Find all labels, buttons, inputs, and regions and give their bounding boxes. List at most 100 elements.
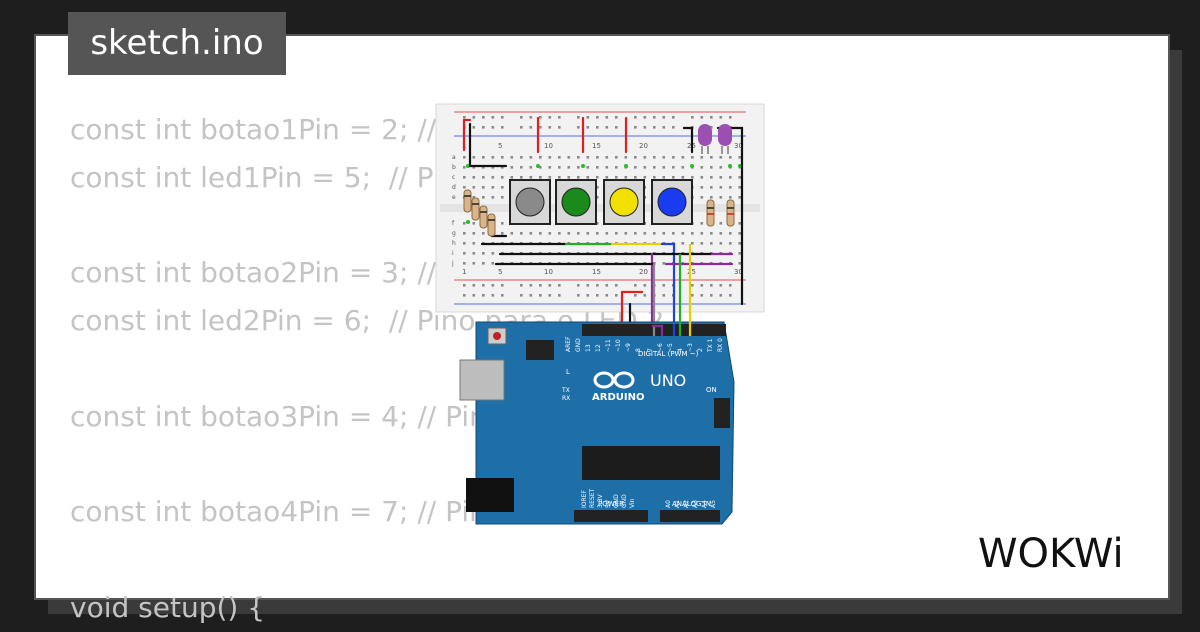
breadboard-hole bbox=[539, 116, 542, 119]
breadboard-hole bbox=[567, 166, 571, 169]
breadboard-hole bbox=[653, 126, 656, 129]
breadboard-hole bbox=[662, 166, 666, 169]
breadboard-hole bbox=[691, 156, 694, 159]
header-wires[interactable] bbox=[652, 244, 692, 336]
breadboard-hole bbox=[624, 232, 628, 235]
model-label: UNO bbox=[650, 371, 686, 390]
breadboard-hole bbox=[529, 284, 533, 287]
breadboard-hole bbox=[719, 232, 723, 235]
breadboard-hole bbox=[567, 232, 571, 235]
breadboard-hole bbox=[463, 186, 466, 189]
pin-label: 13 bbox=[585, 344, 592, 352]
breadboard-hole bbox=[605, 126, 609, 129]
pin-label: ~5 bbox=[667, 343, 674, 352]
breadboard-hole bbox=[653, 232, 656, 235]
breadboard-hole bbox=[463, 156, 466, 159]
breadboard-hole bbox=[691, 116, 694, 119]
breadboard-hole bbox=[662, 116, 666, 119]
breadboard-hole bbox=[472, 222, 476, 225]
breadboard-hole bbox=[586, 232, 590, 235]
resistor bbox=[706, 199, 715, 227]
breadboard-hole bbox=[738, 156, 742, 159]
breadboard-hole bbox=[634, 284, 637, 287]
breadboard-hole bbox=[520, 294, 523, 297]
breadboard-hole bbox=[624, 176, 628, 179]
breadboard-hole bbox=[491, 116, 495, 119]
usb-port bbox=[459, 359, 505, 401]
breadboard-hole bbox=[672, 156, 675, 159]
resistors[interactable] bbox=[463, 189, 735, 237]
icsp-header-right bbox=[714, 398, 730, 428]
row-label: h bbox=[452, 240, 456, 247]
connection-dot bbox=[690, 164, 694, 168]
breadboard-hole bbox=[472, 242, 476, 245]
breadboard-hole bbox=[653, 176, 656, 179]
breadboard-hole bbox=[643, 232, 647, 235]
breadboard-hole bbox=[710, 116, 713, 119]
breadboard-hole bbox=[491, 186, 495, 189]
push-button-green[interactable] bbox=[555, 179, 597, 225]
breadboard-hole bbox=[510, 176, 514, 179]
pin-label: 5V bbox=[605, 499, 612, 508]
row-label: d bbox=[452, 184, 456, 191]
led-1[interactable] bbox=[698, 124, 712, 154]
breadboard-hole bbox=[719, 196, 723, 199]
breadboard-hole bbox=[719, 176, 723, 179]
breadboard-hole bbox=[482, 166, 485, 169]
breadboard-hole bbox=[662, 126, 666, 129]
column-label: 1 bbox=[462, 268, 466, 276]
leds[interactable] bbox=[698, 124, 732, 154]
analog-label: ANALOG IN bbox=[672, 500, 711, 508]
breadboard-hole bbox=[539, 156, 542, 159]
breadboard-hole bbox=[472, 294, 476, 297]
column-label: 5 bbox=[498, 142, 502, 150]
breadboard-hole bbox=[738, 176, 742, 179]
pin-label: 4 bbox=[677, 348, 684, 352]
breadboard-hole bbox=[710, 196, 713, 199]
breadboard-hole bbox=[710, 232, 713, 235]
breadboard-hole bbox=[719, 284, 723, 287]
blue-wire bbox=[660, 242, 676, 326]
connection-dot bbox=[466, 220, 470, 224]
breadboard-hole bbox=[710, 242, 713, 245]
push-buttons[interactable] bbox=[509, 179, 693, 225]
breadboard-hole bbox=[529, 156, 533, 159]
column-label: 25 bbox=[687, 268, 696, 276]
breadboard-hole bbox=[634, 116, 637, 119]
arduino-uno[interactable]: UNO ARDUINO DIGITAL (PWM ~) POWER ANALOG… bbox=[459, 321, 735, 525]
breadboard-hole bbox=[586, 126, 590, 129]
pin-label: 2 bbox=[697, 348, 704, 352]
connection-dot bbox=[624, 164, 628, 168]
row-label: e bbox=[452, 194, 456, 201]
breadboard-hole bbox=[548, 116, 552, 119]
pin-label: ~11 bbox=[605, 339, 612, 352]
connection-dot bbox=[728, 164, 732, 168]
push-button-yellow[interactable] bbox=[603, 179, 645, 225]
breadboard-hole bbox=[681, 156, 685, 159]
breadboard-hole bbox=[672, 232, 675, 235]
breadboard-hole bbox=[700, 242, 704, 245]
circuit-diagram[interactable]: 1 5 10 15 20 25 30 1 5 10 15 20 25 30 a … bbox=[435, 103, 766, 525]
breadboard-hole bbox=[577, 294, 580, 297]
pin-label: 7 bbox=[647, 348, 654, 352]
breadboard-hole bbox=[596, 126, 599, 129]
breadboard-hole bbox=[710, 284, 713, 287]
row-label: a bbox=[452, 154, 456, 161]
breadboard-hole bbox=[681, 166, 685, 169]
breadboard-hole bbox=[729, 196, 732, 199]
wokwi-logo-text: WOKWi bbox=[978, 531, 1124, 577]
push-button-blue[interactable] bbox=[651, 179, 693, 225]
breadboard-hole bbox=[463, 116, 466, 119]
led-2[interactable] bbox=[718, 124, 732, 154]
pin-label: A5 bbox=[710, 500, 717, 508]
breadboard-hole bbox=[548, 294, 552, 297]
breadboard-hole bbox=[710, 294, 713, 297]
file-name-tab[interactable]: sketch.ino bbox=[68, 12, 286, 75]
breadboard-hole bbox=[586, 176, 590, 179]
push-button-gray[interactable] bbox=[509, 179, 551, 225]
breadboard-hole bbox=[719, 242, 723, 245]
breadboard-hole bbox=[700, 166, 704, 169]
breadboard-hole bbox=[577, 116, 580, 119]
breadboard-hole bbox=[463, 166, 466, 169]
breadboard-hole bbox=[634, 294, 637, 297]
